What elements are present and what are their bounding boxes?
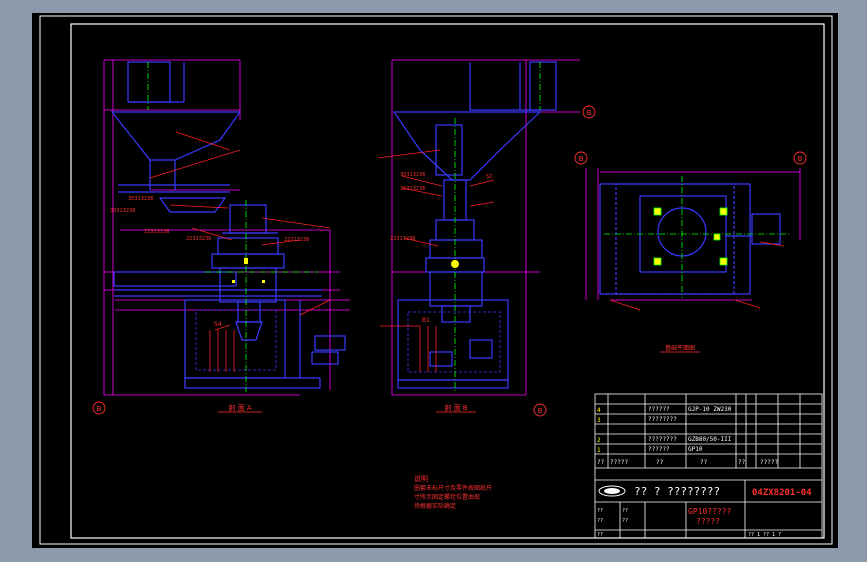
header-cell-1: ??: [597, 459, 605, 466]
mid-part-label-5: B1: [422, 317, 430, 324]
header-cell-6: ?????: [760, 459, 778, 466]
left-part-label-2: 30313236: [110, 208, 135, 214]
circle-label-plan-right: B: [793, 151, 807, 165]
product-subtitle: ?????: [696, 517, 720, 526]
foundation-plan-view: B B 基础平面图: [574, 151, 807, 353]
header-cell-4: ??: [700, 459, 708, 466]
svg-text:B: B: [579, 155, 584, 163]
notes-line-3: 场根据实际确定: [414, 502, 456, 510]
part-row-3-no: 3: [597, 417, 601, 424]
svg-text:B: B: [97, 405, 102, 413]
part-row-4-code: GJP-10 ZW230: [688, 406, 732, 413]
mid-part-label-3: 22313236: [390, 236, 415, 242]
title-block: 4 ?????? GJP-10 ZW230 3 ???????? 2 ?????…: [594, 393, 823, 539]
circle-label-left: B: [92, 401, 106, 415]
part-row-3-name: ????????: [648, 416, 677, 423]
svg-text:B: B: [587, 109, 592, 117]
plan-label: 基础平面图: [665, 344, 695, 352]
mid-part-label-2: 30313236: [400, 186, 425, 192]
company-logo: [598, 485, 626, 497]
part-row-1-name: ??????: [648, 446, 670, 453]
svg-text:B: B: [538, 407, 543, 415]
left-part-label-6: S4: [214, 321, 222, 328]
circle-label-plan-left: B: [574, 151, 588, 165]
product-name: GP10?????: [688, 507, 732, 516]
notes-heading: 说明: [414, 474, 428, 483]
left-part-label-4: 22313236: [284, 237, 309, 243]
left-part-label-1: 30313236: [128, 196, 153, 202]
middle-elevation-view: 30313236 30313236 22313236 S2 B1 B B 剖 面…: [377, 59, 596, 417]
outer-frame: [39, 15, 833, 545]
svg-text:B: B: [798, 155, 803, 163]
circle-label-mid-bottom: B: [533, 403, 547, 417]
part-row-4-no: 4: [597, 407, 601, 414]
footer-cell-4: ??: [622, 518, 628, 524]
part-row-2-code: GZB80/50-III: [688, 436, 732, 443]
drawing-number: 04ZX8201-04: [752, 488, 812, 498]
header-cell-2: ?????: [610, 459, 628, 466]
part-row-4-name: ??????: [648, 406, 670, 413]
left-part-label-3: 22313236: [144, 229, 169, 235]
part-row-2-name: ????????: [648, 436, 677, 443]
notes-block: 说明 圈套未标尺寸及零件按图纸尺 寸所示固定螺栓位置由现 场根据实际确定: [414, 474, 492, 510]
part-row-1-no: 1: [597, 447, 601, 454]
footer-cell-2: ??: [622, 508, 628, 514]
header-cell-3: ??: [656, 459, 664, 466]
section-label-left: 剖 面 A: [228, 403, 251, 412]
notes-line-1: 圈套未标尺寸及零件按图纸尺: [414, 484, 492, 492]
inner-frame: [70, 23, 825, 539]
section-label-mid: 剖 面 B: [444, 403, 467, 412]
notes-line-2: 寸所示固定螺栓位置由现: [414, 493, 480, 501]
mid-part-label-4: S2: [486, 174, 492, 180]
left-part-label-5: 22313236: [186, 236, 211, 242]
circle-label-mid-top: B: [582, 105, 596, 119]
footer-cell-5: ??: [597, 532, 603, 538]
footer-cell-3: ??: [597, 518, 603, 524]
header-cell-5: ??: [738, 459, 746, 466]
mid-part-label-1: 30313236: [400, 172, 425, 178]
left-elevation-view: 30313236 30313236 22313236 22313236 2231…: [92, 59, 350, 415]
sheet-info: ?? 1 ?? 1 ?: [748, 532, 781, 538]
footer-cell-1: ??: [597, 508, 603, 514]
part-row-2-no: 2: [597, 437, 601, 444]
main-title: ?? ? ????????: [634, 485, 720, 498]
part-row-1-code: GP10: [688, 446, 703, 453]
